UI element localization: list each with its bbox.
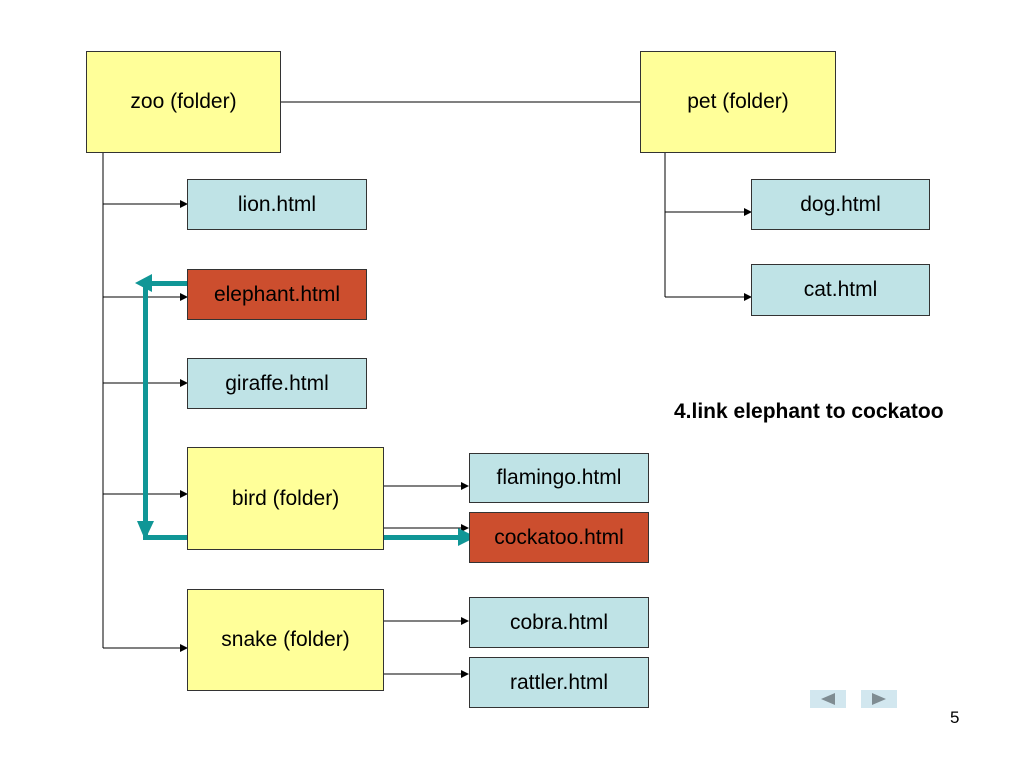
triangle-right-icon [872,693,886,705]
dog-file-label: dog.html [800,192,881,216]
zoo-folder-label: zoo (folder) [130,90,237,113]
cat-file-label: cat.html [803,278,878,301]
pet-folder: pet (folder) [640,51,836,153]
previous-slide-button[interactable] [810,690,846,708]
link-arrowhead-down [137,521,154,540]
snake-folder: snake (folder) [187,589,384,691]
page-number: 5 [950,708,960,727]
cobra-file-label: cobra.html [509,610,609,634]
elephant-file: elephant.html [187,269,367,320]
bird-folder: bird (folder) [187,447,384,550]
cobra-file: cobra.html [469,597,649,648]
link-arrowhead-right [458,528,476,546]
next-slide-button[interactable] [861,690,897,708]
giraffe-file: giraffe.html [187,358,367,409]
cockatoo-file: cockatoo.html [469,512,649,563]
snake-folder-label: snake (folder) [221,628,350,651]
link-arrowhead-up [135,274,152,292]
lion-file-label: lion.html [237,192,317,216]
pet-folder-label: pet (folder) [687,90,789,113]
cat-file: cat.html [751,264,930,316]
bird-folder-label: bird (folder) [231,486,340,510]
slide-caption: 4.link elephant to cockatoo [674,400,944,423]
rattler-file-label: rattler.html [509,670,609,694]
lion-file: lion.html [187,179,367,230]
dog-file: dog.html [751,179,930,230]
rattler-file: rattler.html [469,657,649,708]
zoo-folder: zoo (folder) [86,51,281,153]
triangle-left-icon [821,693,835,705]
flamingo-file-label: flamingo.html [496,466,622,489]
cockatoo-file-label: cockatoo.html [494,525,624,549]
flamingo-file: flamingo.html [469,453,649,503]
elephant-file-label: elephant.html [213,282,341,306]
giraffe-file-label: giraffe.html [225,371,329,395]
